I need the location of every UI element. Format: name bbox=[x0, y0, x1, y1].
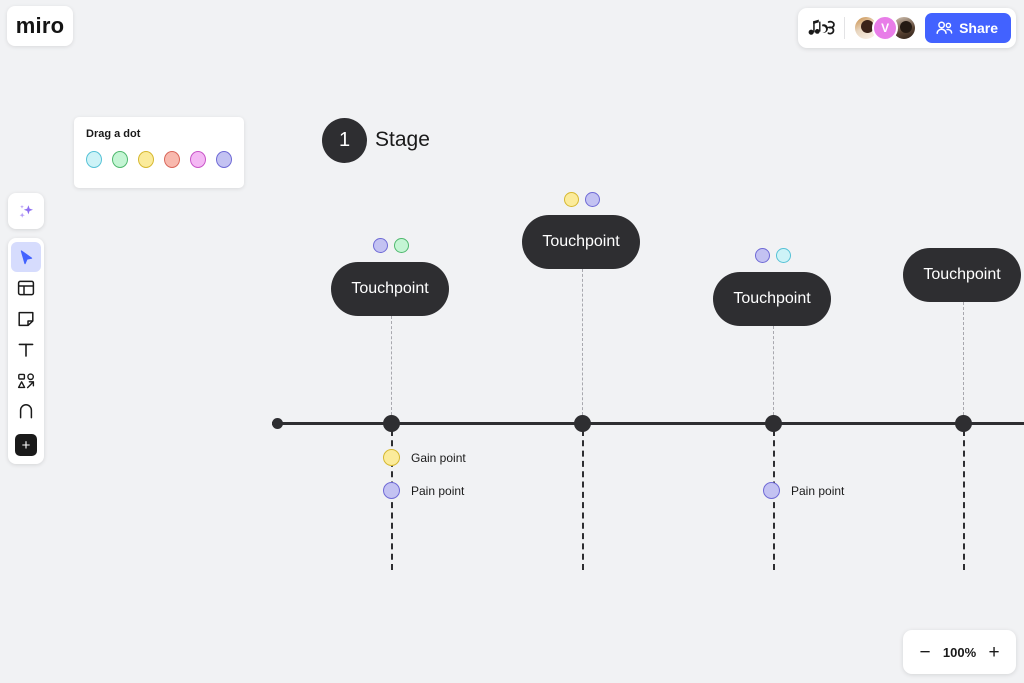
connector-bottom-4 bbox=[963, 430, 965, 570]
template-icon bbox=[17, 279, 35, 297]
connector-bottom-2 bbox=[582, 430, 584, 570]
touchpoint-2-label: Touchpoint bbox=[542, 233, 620, 250]
connector-bottom-3 bbox=[773, 430, 775, 570]
touchpoint-4-label: Touchpoint bbox=[923, 266, 1001, 283]
templates-tool[interactable] bbox=[11, 273, 41, 303]
connector-top-4 bbox=[963, 302, 964, 415]
toolbar-divider bbox=[844, 17, 846, 39]
connector-bottom-1 bbox=[391, 430, 393, 570]
gain-point-1[interactable] bbox=[383, 449, 400, 466]
text-tool[interactable] bbox=[11, 335, 41, 365]
zoom-out-button[interactable]: − bbox=[919, 641, 931, 663]
shapes-icon bbox=[17, 372, 36, 391]
touchpoint-3-label: Touchpoint bbox=[733, 290, 811, 307]
miro-logo[interactable]: miro bbox=[7, 6, 73, 46]
timeline-node-1[interactable] bbox=[383, 415, 400, 432]
dot-red[interactable] bbox=[164, 151, 180, 168]
stage-number: 1 bbox=[338, 129, 351, 151]
timeline-node-2[interactable] bbox=[574, 415, 591, 432]
zoom-in-button[interactable]: + bbox=[988, 641, 1000, 663]
drag-a-dot-panel: Drag a dot bbox=[74, 117, 244, 188]
connector-top-2 bbox=[582, 269, 583, 415]
tp3-dot-purple[interactable] bbox=[755, 248, 770, 263]
music-notes-icon[interactable] bbox=[808, 18, 836, 38]
more-apps-tool[interactable]: + bbox=[11, 430, 41, 460]
people-icon bbox=[936, 21, 953, 35]
drag-a-dot-title: Drag a dot bbox=[86, 128, 141, 140]
timeline-node-4[interactable] bbox=[955, 415, 972, 432]
collaborator-avatars: V bbox=[853, 15, 918, 41]
dot-green[interactable] bbox=[112, 151, 128, 168]
connector-top-3 bbox=[773, 326, 774, 415]
tp1-dot-green[interactable] bbox=[394, 238, 409, 253]
top-right-toolbar: V Share bbox=[798, 8, 1016, 48]
plus-icon: + bbox=[15, 434, 37, 456]
pain-point-1[interactable] bbox=[383, 482, 400, 499]
touchpoint-3-dots bbox=[755, 248, 791, 263]
touchpoint-1-dots bbox=[373, 238, 409, 253]
tp2-dot-purple[interactable] bbox=[585, 192, 600, 207]
avatar[interactable]: V bbox=[872, 15, 899, 41]
tp1-dot-purple[interactable] bbox=[373, 238, 388, 253]
share-button-label: Share bbox=[959, 20, 998, 36]
stage-label: Stage bbox=[375, 128, 430, 151]
text-icon bbox=[17, 341, 35, 359]
select-tool[interactable] bbox=[11, 242, 41, 272]
sparkle-icon bbox=[16, 201, 37, 222]
shapes-tool[interactable] bbox=[11, 366, 41, 396]
touchpoint-1-label: Touchpoint bbox=[351, 280, 429, 297]
sticky-note-icon bbox=[17, 310, 35, 328]
dot-palette bbox=[86, 151, 232, 168]
dot-yellow[interactable] bbox=[138, 151, 154, 168]
zoom-level-value[interactable]: 100% bbox=[942, 644, 977, 660]
left-toolbar: + bbox=[8, 238, 44, 464]
touchpoint-4[interactable]: Touchpoint bbox=[903, 248, 1021, 302]
zoom-control: − 100% + bbox=[903, 630, 1016, 674]
gain-point-1-label: Gain point bbox=[411, 451, 466, 465]
timeline-node-3[interactable] bbox=[765, 415, 782, 432]
miro-logo-text: miro bbox=[15, 13, 65, 38]
pen-icon bbox=[17, 403, 35, 421]
touchpoint-1[interactable]: Touchpoint bbox=[331, 262, 449, 316]
touchpoint-2-dots bbox=[564, 192, 600, 207]
sticky-note-tool[interactable] bbox=[11, 304, 41, 334]
tp3-dot-cyan[interactable] bbox=[776, 248, 791, 263]
timeline-start-cap bbox=[272, 418, 283, 429]
cursor-icon bbox=[18, 249, 35, 266]
connector-top-1 bbox=[391, 316, 392, 415]
pain-point-1-label: Pain point bbox=[411, 484, 465, 498]
ai-sparkle-tool[interactable] bbox=[8, 193, 44, 229]
dot-purple[interactable] bbox=[216, 151, 232, 168]
tp2-dot-yellow[interactable] bbox=[564, 192, 579, 207]
dot-pink[interactable] bbox=[190, 151, 206, 168]
pain-point-2-label: Pain point bbox=[791, 484, 845, 498]
pen-tool[interactable] bbox=[11, 397, 41, 427]
stage-badge[interactable]: 1 bbox=[322, 118, 367, 163]
pain-point-2[interactable] bbox=[763, 482, 780, 499]
touchpoint-3[interactable]: Touchpoint bbox=[713, 272, 831, 326]
touchpoint-2[interactable]: Touchpoint bbox=[522, 215, 640, 269]
share-button[interactable]: Share bbox=[925, 13, 1011, 43]
dot-cyan[interactable] bbox=[86, 151, 102, 168]
timeline-axis[interactable] bbox=[272, 422, 1024, 425]
